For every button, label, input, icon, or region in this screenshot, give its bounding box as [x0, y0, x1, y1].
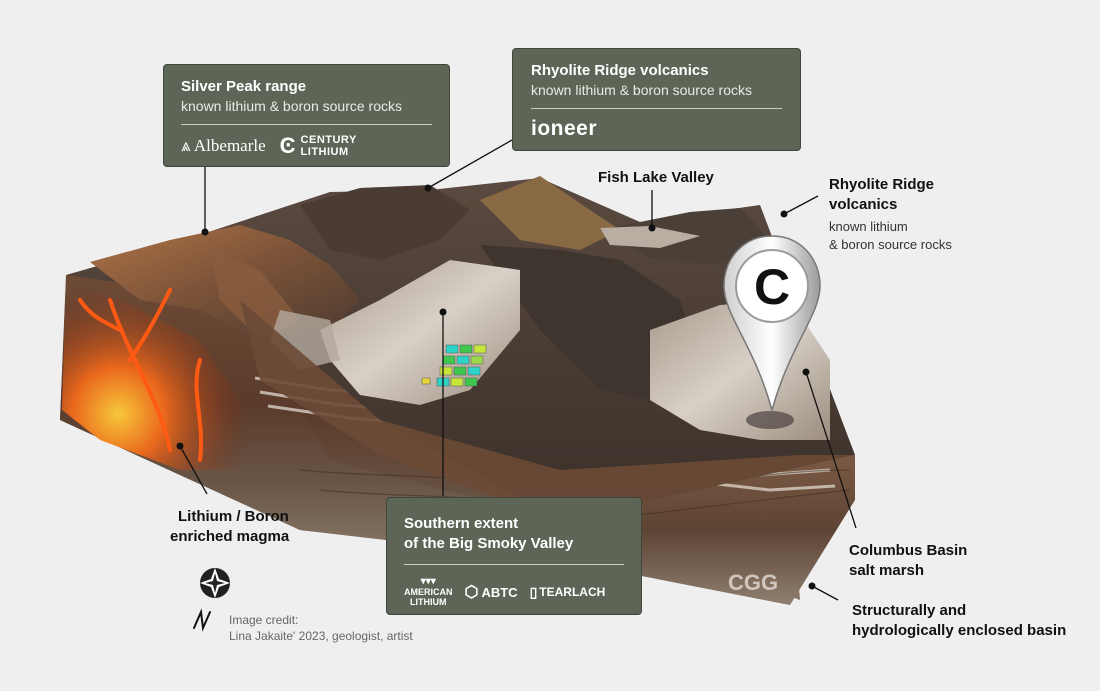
albemarle-logo: ⩓ Albemarle	[181, 136, 266, 156]
ioneer-logo: ioneer	[531, 117, 598, 140]
columbus-basin-label-line2: salt marsh	[849, 562, 925, 579]
rhyolite-box-divider	[531, 108, 782, 109]
american-lithium-top: AMERICAN	[404, 587, 453, 597]
magma-veins	[78, 288, 204, 462]
abtc-mark-icon: ⬡	[464, 584, 479, 601]
rhyolite-box-title: Rhyolite Ridge volcanics	[531, 62, 709, 79]
century-logo-bottom: LITHIUM	[300, 146, 349, 158]
leader-dots	[176, 184, 816, 590]
marker-letter: C	[754, 259, 790, 315]
leader-lines	[179, 139, 857, 601]
abtc-logo-text: ABTC	[481, 584, 518, 600]
silver-peak-divider	[181, 124, 432, 125]
rhyolite-ridge-callout: Rhyolite Ridge volcanics known lithium &…	[512, 48, 801, 151]
silver-peak-callout: Silver Peak range known lithium & boron …	[163, 64, 450, 167]
big-smoky-title-line1: Southern extent	[404, 515, 519, 532]
century-logo-top: CENTURY	[300, 134, 357, 146]
columbus-basin-label-line1: Columbus Basin	[849, 542, 968, 559]
american-lithium-mark-icon: ▾▾▾	[420, 576, 436, 587]
tearlach-logo-text: TEARLACH	[539, 585, 606, 599]
magma-chamber	[62, 282, 250, 470]
rhyolite-ridge-label-line1: Rhyolite Ridge	[829, 176, 935, 193]
rhyolite-ridge-sub-line1: known lithium	[829, 219, 908, 234]
north-arrow-icon	[193, 608, 211, 632]
image-credit-line2: Lina Jakaite' 2023, geologist, artist	[229, 629, 413, 643]
albemarle-mark-icon: ⩓	[181, 136, 191, 155]
rhyolite-ridge-mountains	[300, 185, 470, 260]
fish-lake-valley-label: Fish Lake Valley	[598, 169, 714, 186]
big-smoky-divider	[404, 564, 624, 565]
century-lithium-logo: Ͼ CENTURY LITHIUM	[280, 133, 357, 159]
silver-peak-subtitle: known lithium & boron source rocks	[181, 98, 402, 114]
rhyolite-box-subtitle: known lithium & boron source rocks	[531, 82, 752, 98]
magma-label-line1: Lithium / Boron	[178, 508, 289, 525]
enclosed-basin-label-line2: hydrologically enclosed basin	[852, 622, 1067, 639]
rhyolite-ridge-label-line2: volcanics	[829, 196, 898, 213]
big-smoky-logos: ▾▾▾ AMERICAN LITHIUM ⬡ ABTC ▯ TEARLACH	[404, 576, 624, 608]
silver-peak-logos: ⩓ Albemarle Ͼ CENTURY LITHIUM	[181, 133, 432, 159]
century-lithium-mark-icon: Ͼ	[279, 133, 296, 158]
tearlach-mark-icon: ▯	[529, 583, 538, 600]
fish-lake-valley-playa	[600, 226, 700, 248]
abtc-logo: ⬡ ABTC	[465, 582, 518, 602]
magma-label-line2: enriched magma	[170, 528, 290, 545]
big-smoky-title-line2: of the Big Smoky Valley	[404, 535, 574, 552]
american-lithium-logo: ▾▾▾ AMERICAN LITHIUM	[404, 576, 453, 608]
silver-peak-title: Silver Peak range	[181, 78, 307, 95]
cgg-watermark: CGG	[728, 570, 778, 595]
enclosed-basin-label-line1: Structurally and	[852, 602, 967, 619]
albemarle-logo-text: Albemarle	[193, 136, 266, 155]
rhyolite-ridge-sub-line2: & boron source rocks	[829, 237, 952, 252]
image-credit-line1: Image credit:	[229, 613, 299, 627]
tearlach-logo: ▯ TEARLACH	[530, 584, 606, 601]
compass-rose-icon	[200, 568, 230, 598]
big-smoky-valley-callout: Southern extent of the Big Smoky Valley …	[386, 497, 642, 615]
american-lithium-bottom: LITHIUM	[410, 597, 447, 607]
